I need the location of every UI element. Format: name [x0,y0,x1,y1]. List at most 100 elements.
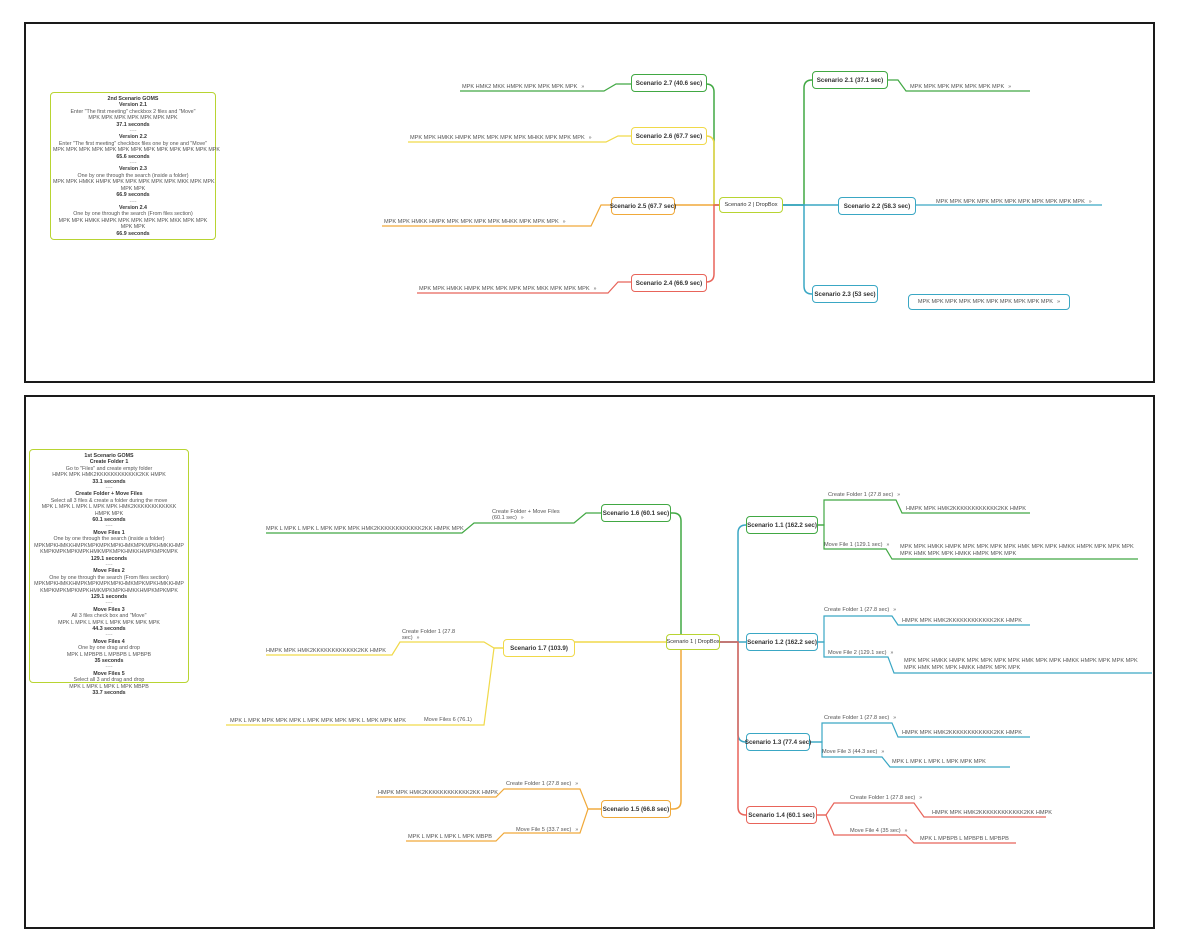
label-scenario-1-5-a: Create Folder 1 (27.8 sec)» [506,781,579,787]
node-scenario-1-6[interactable]: Scenario 1.6 (60.1 sec) [601,504,671,522]
leaf-line-s16a [266,512,601,534]
node-scenario-1-2[interactable]: Scenario 1.2 (162.2 sec) [746,633,818,651]
node-scenario-1-5[interactable]: Scenario 1.5 (66.8 sec) [601,800,671,818]
node-scenario-2-4[interactable]: Scenario 2.4 (66.9 sec) [631,274,707,292]
node-scenario-2-6[interactable]: Scenario 2.6 (67.7 sec) [631,127,707,145]
goms-heading: 66.9 seconds [116,230,150,237]
scenario-2-connectors [382,79,1102,295]
goms-line: One by one through the search (From file… [73,211,193,218]
node-scenario-2-1[interactable]: Scenario 2.1 (37.1 sec) [812,71,888,89]
leaf-scenario-2-4: MPK MPK HMKK HMPK MPK MPK MPK MPK MKK MP… [419,286,597,292]
label-scenario-1-2-a: Create Folder 1 (27.8 sec)» [824,607,897,613]
leaf-line-s25 [382,204,611,227]
arrow-icon: » [904,828,908,834]
goms-heading: Version 2.3 [119,166,147,173]
goms-separator: ---- [129,128,137,135]
leaf-scenario-1-7-a: HMPK MPK HMK2KKKKKKKKKKKK2KK HMPK [266,648,386,654]
leaf-scenario-1-1-a: HMPK MPK HMK2KKKKKKKKKKKK2KK HMPK [906,506,1026,512]
goms-line: MPK L MPK L MPK L MPK MPK HMK2KKKKKKKKKK… [41,504,177,511]
leaf-scenario-1-5-a: HMPK MPK HMK2KKKKKKKKKKKK2KK HMPK [378,790,498,796]
goms-heading: 37.1 seconds [116,121,150,128]
leaf-scenario-1-2-a: HMPK MPK HMK2KKKKKKKKKKKK2KK HMPK [902,618,1022,624]
leaf-line-s12b [817,641,1152,674]
goms-heading: 129.1 seconds [90,555,128,562]
goms-heading: Move Files 2 [93,568,125,575]
connector-s26 [705,135,719,206]
goms-line: Select all 3 and drag and drop [73,677,145,684]
goms-line: KMPKMPKMPKMPKHMKMPKMPKHMKKHMPKMPKMPK [40,587,178,594]
leaf-scenario-2-5: MPK MPK HMKK HMPK MPK MPK MPK MPK MHKK M… [384,219,566,225]
goms-line: MPKMPKHMKKHMPKMPKMPKMPKHMKMPKMPKHMKKHMP [34,581,184,588]
goms-line: MPKMPKHMKKHMPKMPKMPKMPKHMKMPKMPKHMKKHMP [34,542,184,549]
goms-line: Enter "The first meeting" checkbox 2 fil… [70,108,196,115]
arrow-icon: » [893,607,897,613]
connector-s27 [705,83,719,206]
goms-heading: Move Files 3 [93,606,125,613]
leaf-line-s13b [809,741,1010,768]
goms-line: One by one through the search (inside a … [53,536,165,543]
label-scenario-1-4-b: Move File 4 (35 sec)» [850,828,908,834]
label-scenario-1-3-a: Create Folder 1 (27.8 sec)» [824,715,897,721]
goms-separator: ---- [105,664,113,671]
goms-heading: 44.3 seconds [92,625,126,632]
goms-heading: Move Files 1 [93,529,125,536]
arrow-icon: » [575,827,579,833]
goms-heading: 33.7 seconds [92,690,126,697]
connector-s21 [783,79,813,206]
goms-separator: ---- [105,523,113,530]
leaf-line-s11a [817,499,1030,526]
scenario-2-hub[interactable]: Scenario 2 | DropBox [719,197,783,213]
goms-separator: ---- [105,600,113,607]
connector-s24 [705,204,719,283]
label-scenario-1-1-a: Create Folder 1 (27.8 sec)» [828,492,901,498]
label-scenario-1-6-a: Create Folder + Move Files (60.1 sec)» [492,509,560,521]
leaf-line-s21 [888,79,1030,92]
node-scenario-2-3[interactable]: Scenario 2.3 (53 sec) [812,285,878,303]
node-scenario-2-5[interactable]: Scenario 2.5 (67.7 sec) [610,197,676,215]
goms-line: One by one through the search (inside a … [77,172,189,179]
connector-s16 [666,512,682,643]
arrow-icon: » [520,515,524,521]
connector-s11 [720,524,747,643]
goms-line: One by one through the search (From file… [49,574,169,581]
goms-heading: Move Files 4 [93,638,125,645]
goms-separator: ---- [129,160,137,167]
arrow-icon: » [919,795,923,801]
scenario-1-hub[interactable]: Scenario 1 | DropBox [666,634,720,650]
label-scenario-1-3-b: Move File 3 (44.3 sec)» [822,749,885,755]
arrow-icon: » [581,84,585,90]
goms-line: MPK MPK MPK MPK MPK MPK MPK [88,115,178,122]
node-scenario-1-1[interactable]: Scenario 1.1 (162.2 sec) [746,516,818,534]
goms-heading: 65.6 seconds [116,153,150,160]
arrow-icon: » [893,715,897,721]
scenario-1-connectors [226,499,1152,844]
connector-s13 [720,641,747,743]
arrow-icon: » [1057,299,1061,305]
label-scenario-1-1-b: Move File 1 (129.1 sec)» [824,542,890,548]
goms-line: HMPK MPK [94,510,124,517]
goms-heading: 1st Scenario GOMS [84,453,134,459]
label-scenario-1-7-a: Create Folder 1 (27.8 sec)» [402,629,456,641]
goms-line: HMPK MPK HMK2KKKKKKKKKKKK2KK HMPK [52,472,166,479]
goms-heading: Create Folder + Move Files [75,491,143,498]
leaf-line-s17b [226,647,503,726]
arrow-icon: » [897,492,901,498]
goms-line: MPK MPK HMKK HMPK MPK MPK MPK MPK MKK MP… [58,217,208,224]
node-scenario-2-2[interactable]: Scenario 2.2 (58.3 sec) [838,197,916,215]
node-scenario-1-3[interactable]: Scenario 1.3 (77.4 sec) [745,733,811,751]
leaf-line-s15b [406,808,601,842]
leaf-scenario-1-4-a: HMPK MPK HMK2KKKKKKKKKKKK2KK HMPK [932,810,1052,816]
arrow-icon: » [593,286,597,292]
goms-line: MPK MPK [120,185,146,192]
arrow-icon: » [886,542,890,548]
node-scenario-1-7[interactable]: Scenario 1.7 (103.9) [503,639,575,657]
node-scenario-2-7[interactable]: Scenario 2.7 (40.6 sec) [631,74,707,92]
arrow-icon: » [588,135,592,141]
node-scenario-1-4[interactable]: Scenario 1.4 (60.1 sec) [746,806,817,824]
goms-heading: 129.1 seconds [90,593,128,600]
goms-line: KMPKMPKMPKMPKHMKMPKMPKHMKKHMPKMPKMPK [40,549,178,556]
label-scenario-1-4-a: Create Folder 1 (27.8 sec)» [850,795,923,801]
